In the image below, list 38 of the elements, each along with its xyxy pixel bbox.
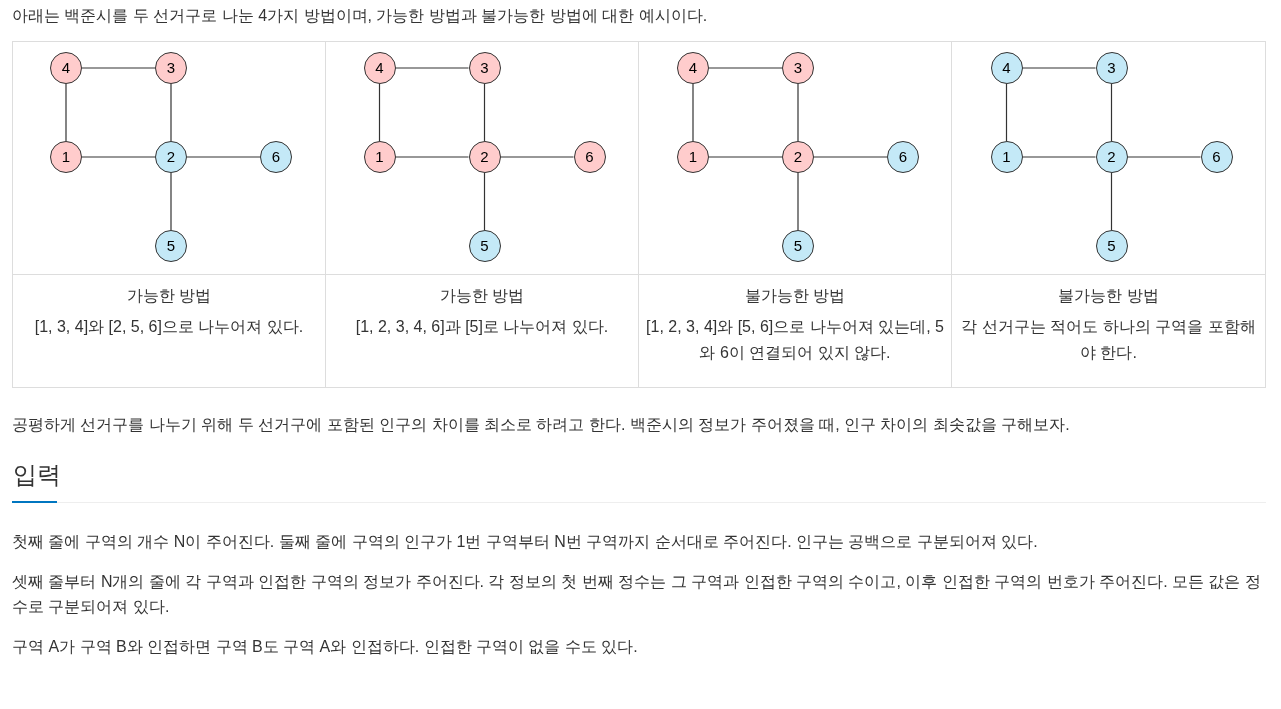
edge-line bbox=[797, 83, 799, 142]
edge-line bbox=[692, 83, 694, 142]
edge-line bbox=[170, 83, 172, 142]
paragraph-text: 구역 A가 구역 B와 인접하면 구역 B도 구역 A와 인접하다. 인접한 구역이 없을 수도 있다. bbox=[12, 636, 639, 657]
edge-line bbox=[1110, 83, 1113, 142]
case-title: 불가능한 방법 bbox=[1057, 285, 1160, 306]
edge-line bbox=[1110, 172, 1113, 231]
section-heading: 입력 bbox=[12, 460, 61, 491]
edge-line bbox=[81, 67, 156, 69]
case-description: 각 선거구는 적어도 하나의 구역을 포함해야 한다. bbox=[960, 317, 1257, 363]
intro-text: 아래는 백준시를 두 선거구로 나눈 4가지 방법이며, 가능한 방법과 불가능한 방법에 대한 예시이다. bbox=[12, 6, 709, 26]
edge-line bbox=[1021, 156, 1097, 158]
edge-line bbox=[1126, 156, 1202, 158]
edge-line bbox=[394, 67, 470, 69]
edge-line bbox=[1021, 67, 1097, 69]
edge-line bbox=[813, 156, 888, 158]
paragraph-text: 첫째 줄에 구역의 개수 N이 주어진다. 둘째 줄에 구역의 인구가 1번 구역부터 N번 구역까지 순서대로 주어진다. 인구는 공백으로 구분되어져 있다. bbox=[12, 532, 1039, 553]
paragraph-text: 셋째 줄부터 N개의 줄에 각 구역과 인접한 구역의 정보가 주어진다. 각 정보의 첫 번째 정수는 그 구역과 인접한 구역의 수이고, 이후 인접한 구역의 번호가 주어진다. 모든 값은 정수로 구분되어져 있다. bbox=[12, 571, 1262, 618]
case-title: 가능한 방법 bbox=[125, 285, 213, 306]
edge-line bbox=[378, 83, 381, 142]
case-title: 가능한 방법 bbox=[438, 285, 526, 306]
edge-line bbox=[797, 172, 799, 231]
edge-line bbox=[483, 172, 486, 231]
paragraph-text: 공평하게 선거구를 나누기 위해 두 선거구에 포함된 인구의 차이를 최소로 하려고 한다. 백준시의 정보가 주어졌을 때, 인구 차이의 최솟값을 구해보자. bbox=[12, 414, 1071, 435]
edge-line bbox=[483, 83, 486, 142]
case-description: [1, 2, 3, 4, 6]과 [5]로 나누어져 있다. bbox=[354, 317, 610, 338]
edge-line bbox=[499, 156, 575, 158]
edge-line bbox=[186, 156, 261, 158]
edge-line bbox=[1005, 83, 1008, 142]
edge-line bbox=[394, 156, 470, 158]
edge-line bbox=[708, 156, 783, 158]
edge-line bbox=[81, 156, 156, 158]
case-description: [1, 2, 3, 4]와 [5, 6]으로 나누어져 있는데, 5와 6이 연결되어 있지 않다. bbox=[645, 317, 945, 363]
case-description: [1, 3, 4]와 [2, 5, 6]으로 나누어져 있다. bbox=[33, 317, 305, 338]
case-title: 불가능한 방법 bbox=[743, 285, 847, 306]
edge-line bbox=[65, 83, 67, 142]
edge-line bbox=[708, 67, 783, 69]
edge-line bbox=[170, 172, 172, 231]
